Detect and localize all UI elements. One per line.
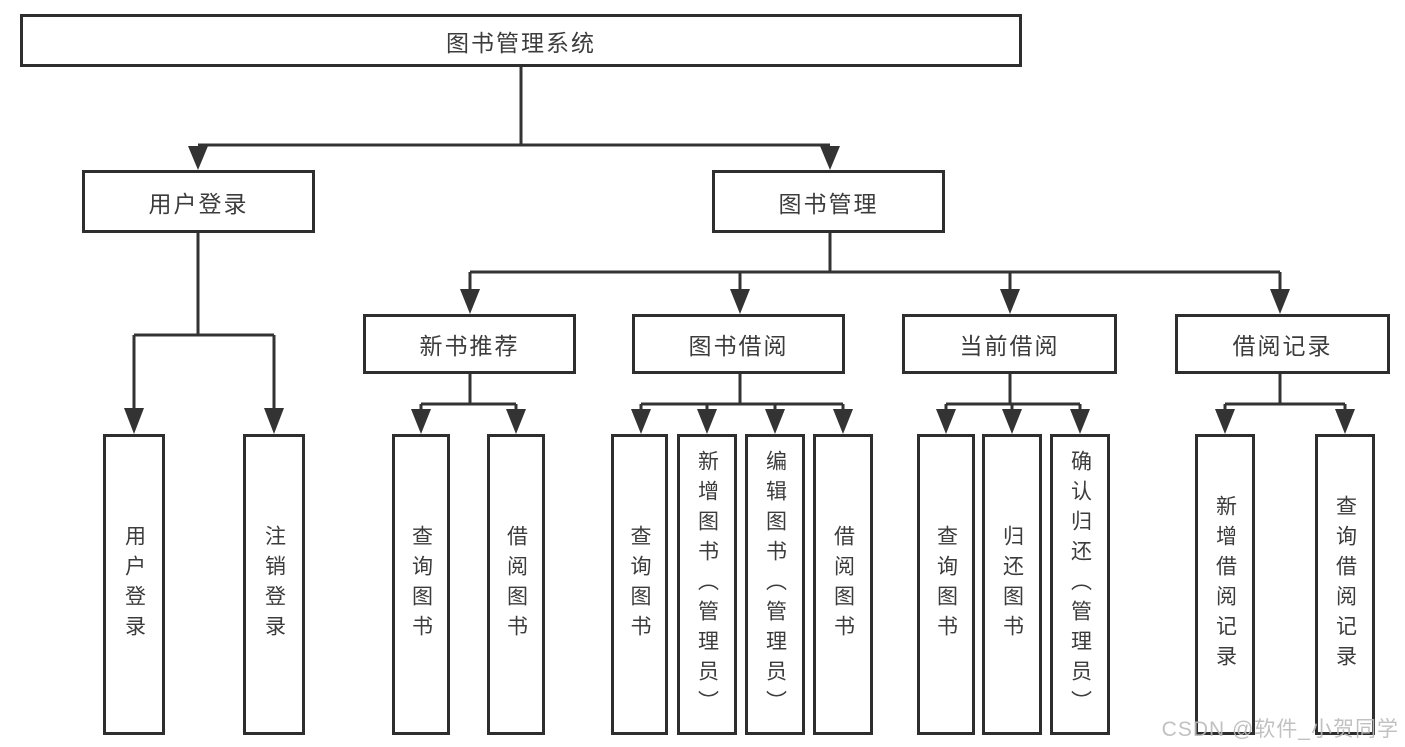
leaf-borrow-edit-books-admin-label: 编辑图书（管理员） [763,449,787,720]
node-user-login-label: 用户登录 [148,190,249,217]
leaf-recommend-borrow-books-label: 借阅图书 [504,524,528,645]
node-new-book-recommend: 新书推荐 [363,314,576,374]
leaf-borrow-borrow-books-label: 借阅图书 [831,524,855,645]
leaf-current-return-books-label: 归还图书 [1000,524,1024,645]
node-new-book-recommend-label: 新书推荐 [419,333,520,359]
node-book-management: 图书管理 [712,170,945,233]
leaf-user-login: 用户登录 [103,434,165,735]
leaf-logout: 注销登录 [243,434,305,735]
leaf-current-query-books-label: 查询图书 [934,524,958,645]
leaf-borrow-query-books: 查询图书 [611,434,668,735]
leaf-current-return-books: 归还图书 [982,434,1042,735]
leaf-borrow-add-books-admin-label: 新增图书（管理员） [695,449,719,720]
node-book-management-label: 图书管理 [778,190,879,217]
watermark-text: CSDN @软件_小贺同学 [1161,718,1399,741]
leaf-user-login-label: 用户登录 [122,524,146,645]
leaf-current-confirm-return-admin-label: 确认归还（管理员） [1068,449,1092,720]
leaf-records-add-record-label: 新增借阅记录 [1213,494,1237,675]
node-book-borrow-label: 图书借阅 [688,333,789,359]
leaf-recommend-borrow-books: 借阅图书 [487,434,545,735]
leaf-current-query-books: 查询图书 [917,434,975,735]
node-book-borrow: 图书借阅 [632,314,845,374]
node-current-borrow-label: 当前借阅 [959,333,1060,359]
node-user-login: 用户登录 [82,170,315,233]
leaf-recommend-query-books-label: 查询图书 [409,524,433,645]
leaf-logout-label: 注销登录 [262,524,286,645]
leaf-recommend-query-books: 查询图书 [392,434,450,735]
leaf-borrow-query-books-label: 查询图书 [628,524,651,645]
node-borrow-records-label: 借阅记录 [1232,333,1333,359]
leaf-borrow-borrow-books: 借阅图书 [813,434,873,735]
leaf-records-query-record: 查询借阅记录 [1315,434,1375,735]
leaf-current-confirm-return-admin: 确认归还（管理员） [1050,434,1110,735]
node-root-label: 图书管理系统 [446,29,596,56]
node-current-borrow: 当前借阅 [902,314,1117,374]
leaf-borrow-add-books-admin: 新增图书（管理员） [677,434,737,735]
node-root: 图书管理系统 [20,14,1022,67]
leaf-records-query-record-label: 查询借阅记录 [1333,494,1357,675]
node-borrow-records: 借阅记录 [1175,314,1390,374]
leaf-records-add-record: 新增借阅记录 [1195,434,1255,735]
leaf-borrow-edit-books-admin: 编辑图书（管理员） [745,434,805,735]
